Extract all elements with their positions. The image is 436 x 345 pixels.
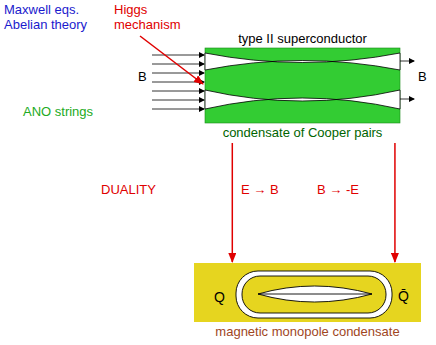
text-label: DUALITY	[100, 182, 157, 197]
text-label: Higgs mechanism	[113, 2, 185, 32]
higgs-arrow	[140, 36, 203, 84]
flux-axis	[258, 294, 372, 295]
text-label: B → -E	[316, 182, 360, 197]
duality-arrow	[232, 143, 234, 262]
node-caption: magnetic monopole condensate	[194, 324, 421, 339]
charge-symbol: Q	[214, 289, 225, 305]
superconductor-band: type II superconductor condensate of Coop…	[205, 30, 400, 140]
node-caption: condensate of Cooper pairs	[205, 125, 400, 140]
flux-lens	[258, 286, 372, 302]
flux-tube	[236, 271, 392, 318]
superconductor-band	[205, 48, 400, 123]
monopole-band	[194, 263, 421, 322]
flux-string	[205, 53, 400, 70]
condensate-band: Q Q̄ magnetic monopole condensate	[194, 263, 421, 339]
node-heading: type II superconductor	[205, 30, 400, 48]
text-label: Abelian theory	[3, 17, 88, 32]
flux-string	[205, 90, 400, 109]
duality-arrow	[394, 143, 396, 262]
text-label: B	[417, 69, 428, 84]
text-label: ANO strings	[22, 104, 94, 119]
flux-tube	[242, 276, 386, 313]
text-label: B	[137, 69, 148, 84]
charge-symbol: Q̄	[398, 288, 409, 304]
text-label: Maxwell eqs.	[3, 2, 80, 17]
text-label: E → B	[240, 182, 280, 197]
field-lines	[152, 55, 414, 109]
